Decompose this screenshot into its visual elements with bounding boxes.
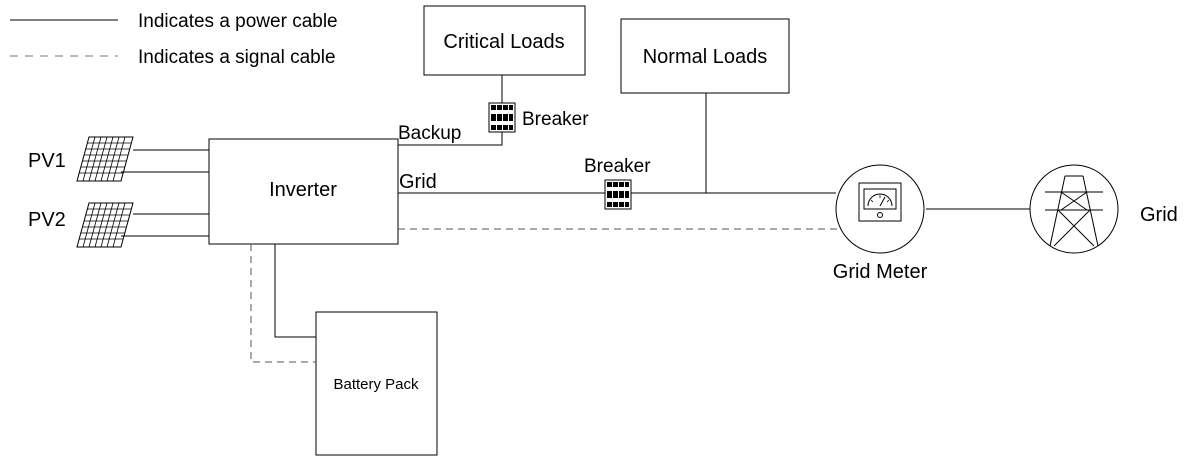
battery-signal-cable (250, 244, 316, 363)
normal-loads-node: Normal Loads (620, 18, 790, 94)
battery-power-cable (274, 244, 316, 338)
grid-node: Grid (1029, 164, 1178, 254)
grid-port-label: Grid (399, 171, 437, 193)
breaker-icon (604, 179, 632, 210)
normal-loads-label: Normal Loads (643, 46, 768, 68)
grid-meter-node: Grid Meter (833, 164, 928, 283)
grid-breaker-label: Breaker (584, 156, 651, 177)
solar-panel-icon (76, 202, 134, 248)
inverter-box (208, 138, 399, 245)
pv2-label: PV2 (28, 209, 66, 231)
breaker-icon (488, 102, 516, 133)
legend: Indicates a power cable Indicates a sign… (10, 11, 338, 68)
inverter-node: Inverter (208, 138, 399, 245)
pv1-label: PV1 (28, 150, 66, 172)
battery-pack-node: Battery Pack (315, 311, 438, 456)
signal-cables (250, 228, 840, 363)
legend-signal-label: Indicates a signal cable (138, 47, 336, 68)
battery-pack-box (315, 311, 438, 456)
inverter-label: Inverter (269, 179, 337, 201)
critical-loads-label: Critical Loads (443, 31, 564, 53)
legend-power-label: Indicates a power cable (138, 11, 338, 32)
meter-icon (858, 182, 902, 222)
backup-port-label: Backup (398, 123, 461, 144)
backup-cable (398, 75, 503, 146)
backup-breaker-label: Breaker (522, 109, 589, 130)
grid-meter-label: Grid Meter (833, 261, 928, 283)
grid-label: Grid (1140, 204, 1178, 226)
power-pylon-icon (1045, 175, 1103, 247)
battery-pack-label: Battery Pack (333, 376, 419, 393)
critical-loads-box (423, 5, 586, 76)
pv-cables (121, 149, 209, 237)
grid-circle (1029, 164, 1119, 254)
critical-loads-node: Critical Loads (423, 5, 586, 76)
normal-loads-box (620, 18, 790, 94)
solar-panel-icon (76, 136, 134, 182)
